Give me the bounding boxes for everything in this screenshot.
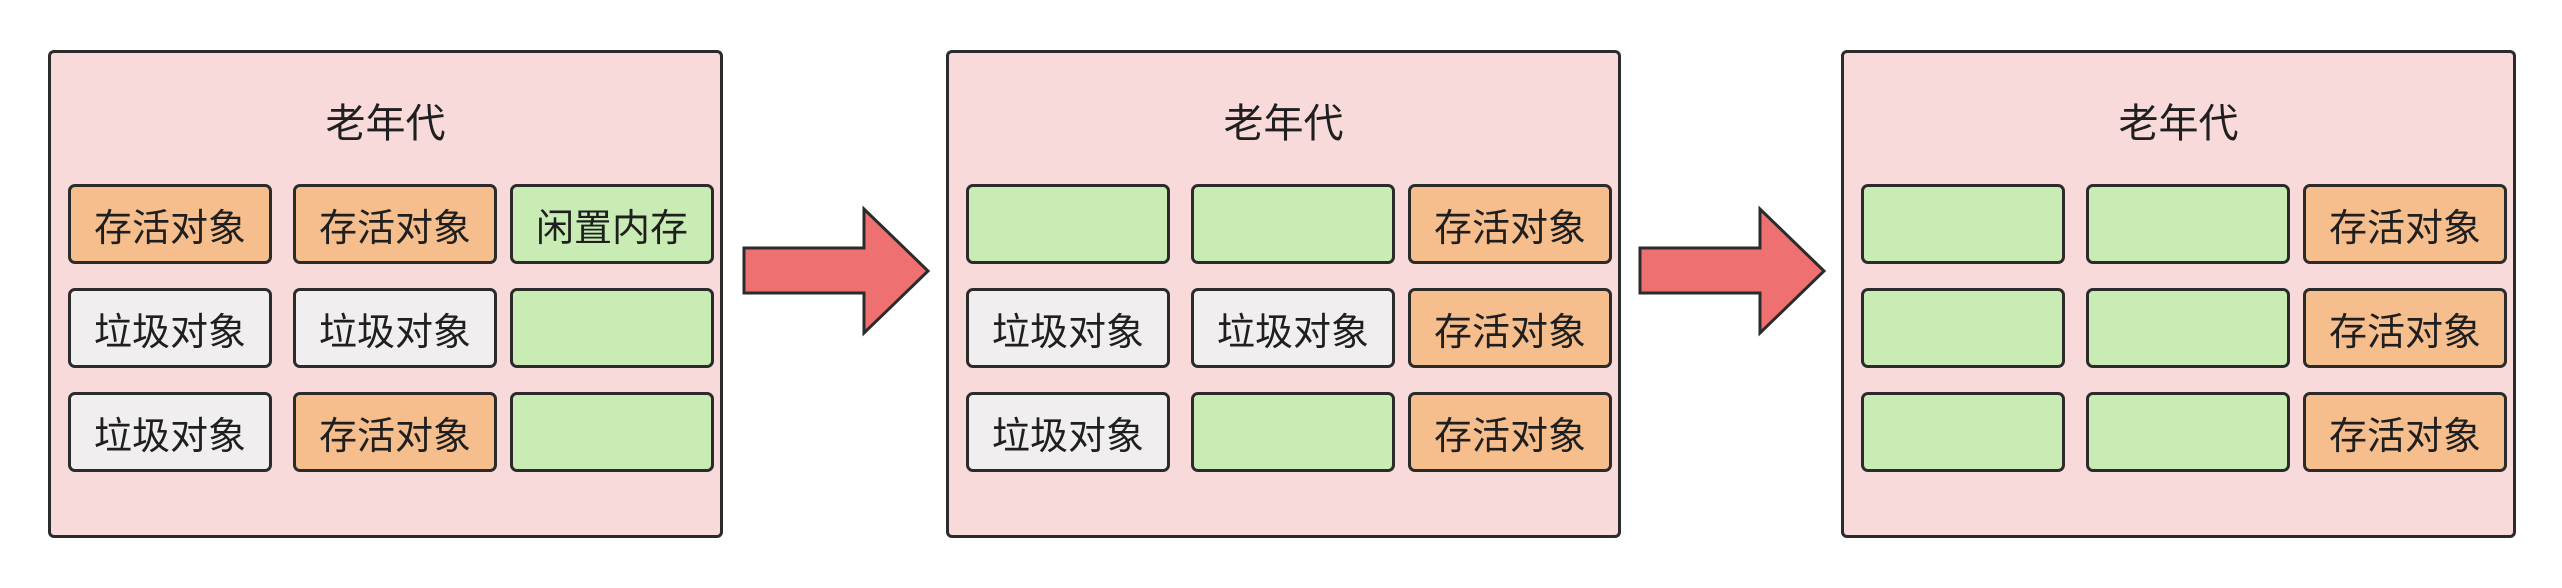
- memory-cell-alive: 存活对象: [2303, 288, 2507, 368]
- memory-cell-alive: 存活对象: [1408, 288, 1612, 368]
- panel-title: 老年代: [1223, 101, 1344, 147]
- memory-cell-garbage: 垃圾对象: [68, 288, 272, 368]
- memory-cell-garbage: 垃圾对象: [1191, 288, 1395, 368]
- memory-cell-free: [2086, 288, 2290, 368]
- old-gen-panel-1: 老年代 存活对象 存活对象 闲置内存 垃圾对象 垃圾对象 垃圾对象 存活对象: [48, 50, 723, 538]
- memory-cell-free: [966, 184, 1170, 264]
- memory-cell-alive: 存活对象: [293, 184, 497, 264]
- memory-cell-free: 闲置内存: [510, 184, 714, 264]
- panel-title: 老年代: [325, 101, 446, 147]
- memory-cell-garbage: 垃圾对象: [293, 288, 497, 368]
- memory-cell-free: [1861, 288, 2065, 368]
- memory-cell-garbage: 垃圾对象: [966, 288, 1170, 368]
- memory-cell-alive: 存活对象: [2303, 184, 2507, 264]
- panel-title: 老年代: [2118, 101, 2239, 147]
- memory-cell-alive: 存活对象: [68, 184, 272, 264]
- memory-cell-free: [510, 288, 714, 368]
- memory-cell-garbage: 垃圾对象: [966, 392, 1170, 472]
- right-arrow-icon: [742, 205, 931, 337]
- memory-cell-alive: 存活对象: [293, 392, 497, 472]
- old-gen-panel-3: 老年代 存活对象 存活对象 存活对象: [1841, 50, 2516, 538]
- right-arrow-icon: [1638, 205, 1827, 337]
- memory-cell-free: [2086, 392, 2290, 472]
- memory-cell-free: [1191, 184, 1395, 264]
- memory-cell-free: [510, 392, 714, 472]
- memory-cell-garbage: 垃圾对象: [68, 392, 272, 472]
- memory-cell-free: [2086, 184, 2290, 264]
- memory-cell-free: [1191, 392, 1395, 472]
- memory-cell-alive: 存活对象: [1408, 392, 1612, 472]
- memory-cell-alive: 存活对象: [1408, 184, 1612, 264]
- old-gen-panel-2: 老年代 存活对象 垃圾对象 垃圾对象 存活对象 垃圾对象 存活对象: [946, 50, 1621, 538]
- memory-cell-free: [1861, 184, 2065, 264]
- memory-cell-free: [1861, 392, 2065, 472]
- memory-cell-alive: 存活对象: [2303, 392, 2507, 472]
